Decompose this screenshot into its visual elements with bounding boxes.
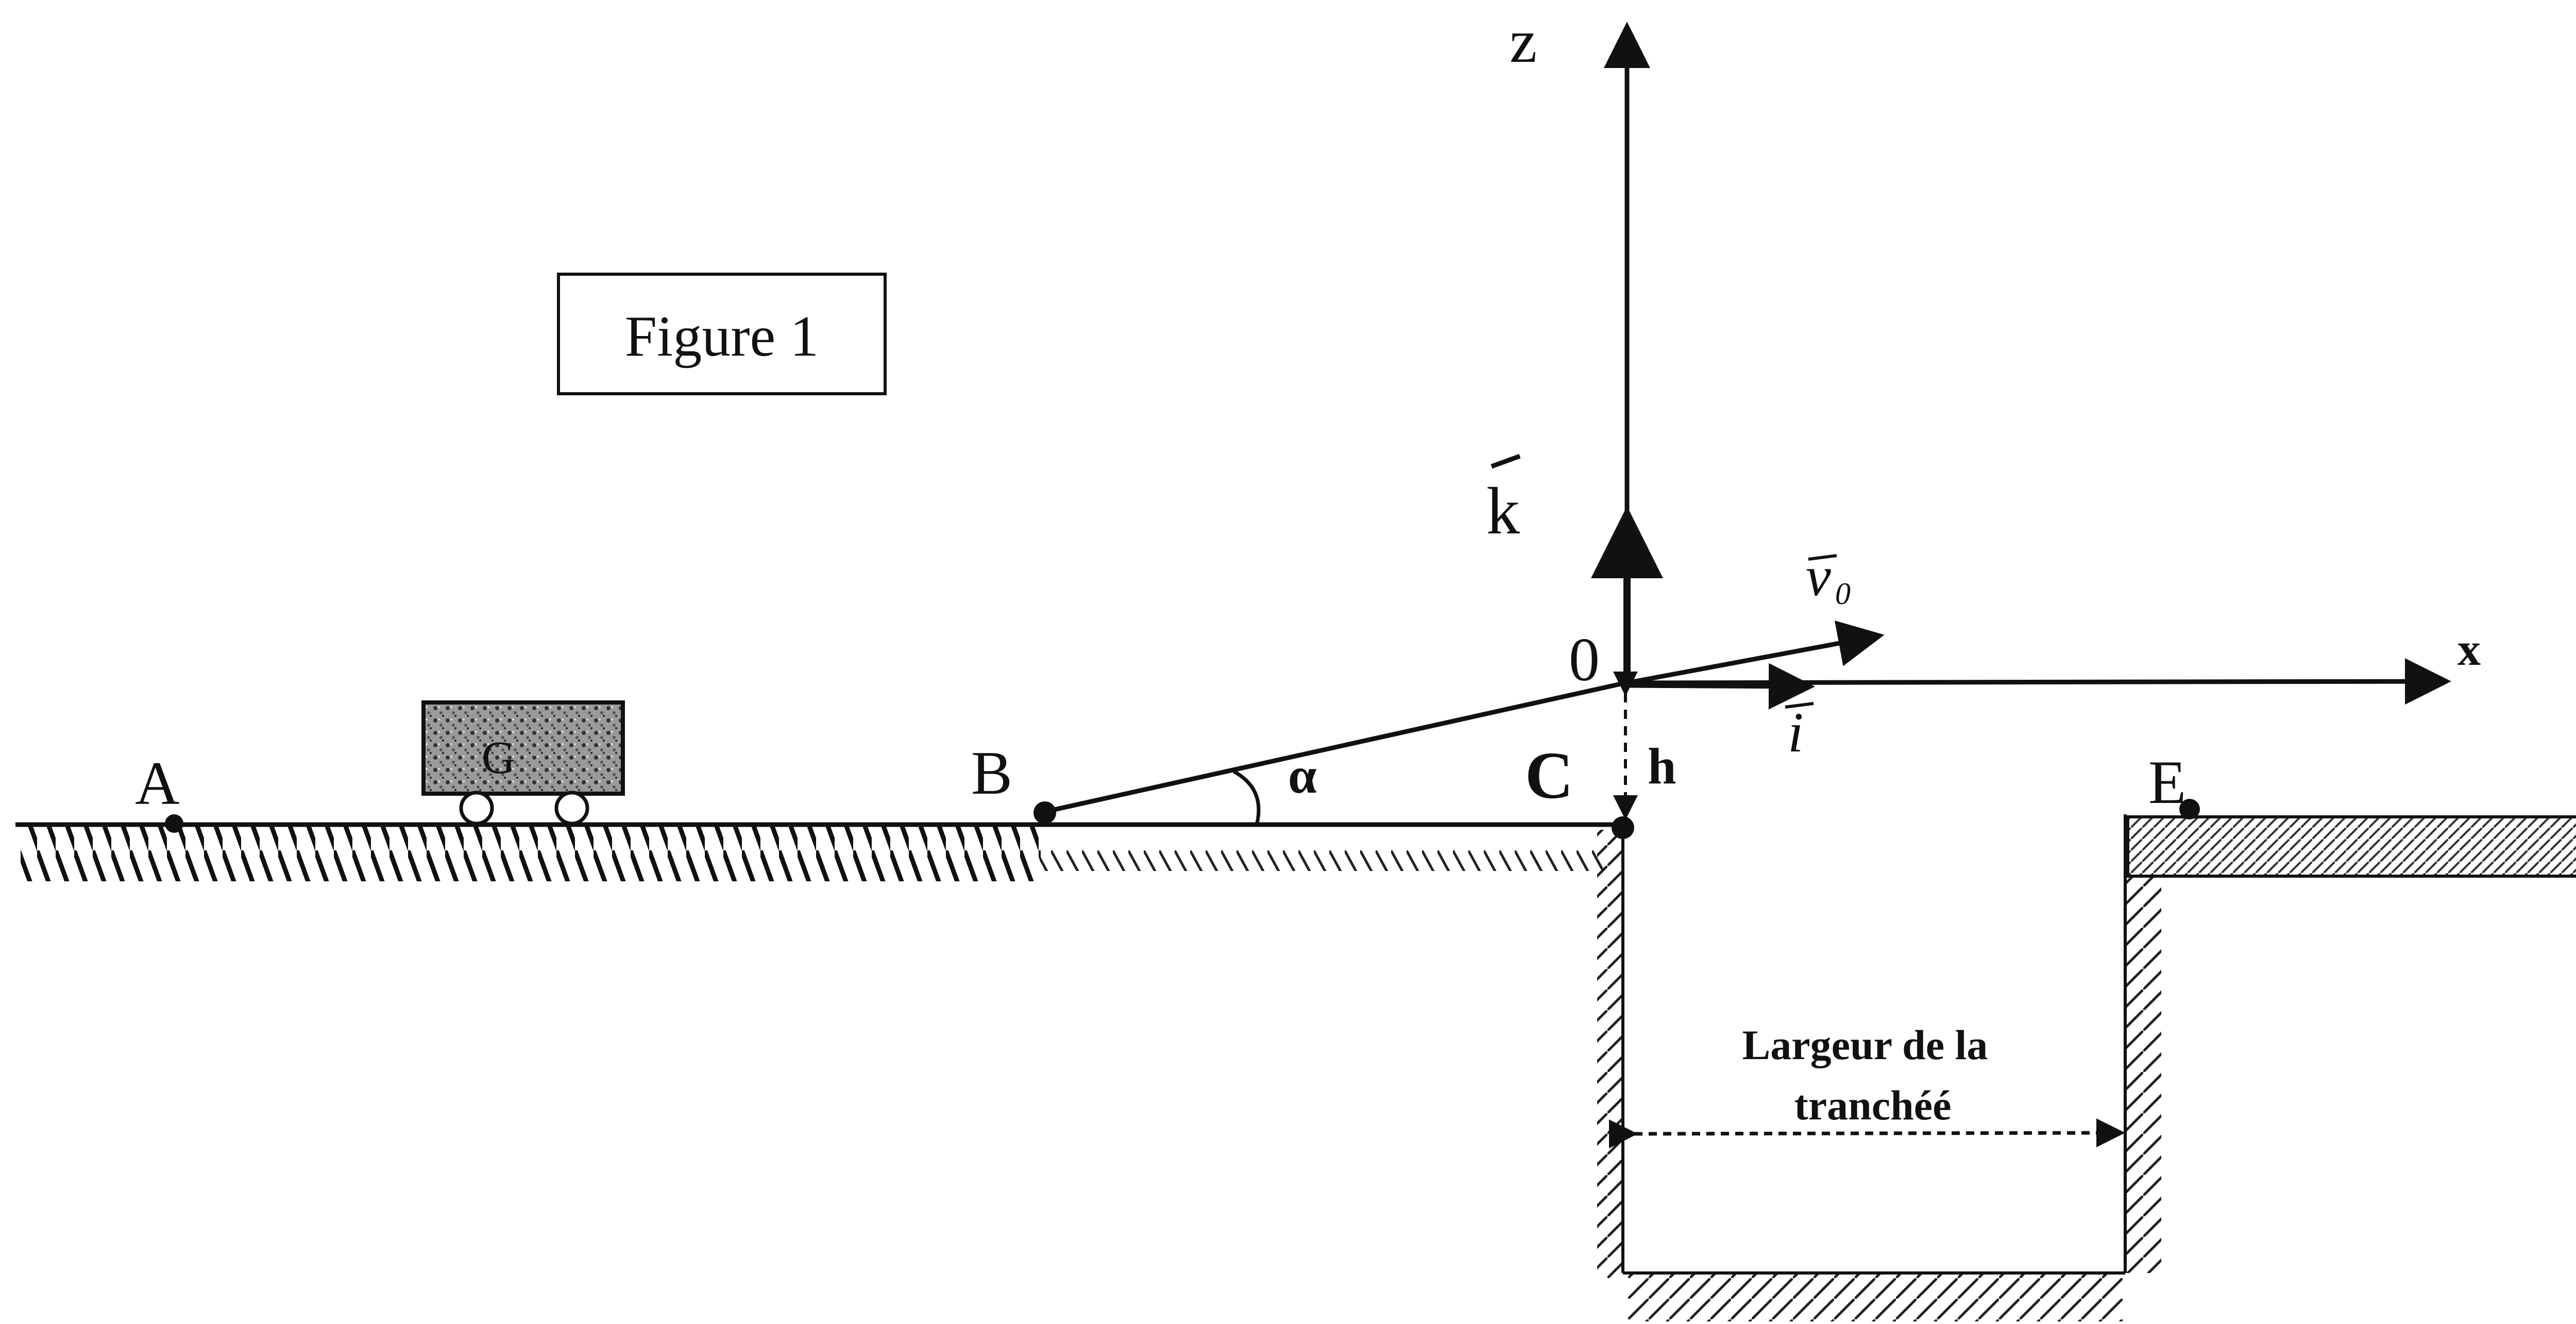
figure-title-box: Figure 1 (557, 273, 887, 395)
unit-vector-i (1626, 663, 1815, 710)
trench-width-arrow (1608, 1118, 2125, 1149)
point-b-dot (1033, 801, 1056, 824)
figure-title: Figure 1 (625, 305, 819, 368)
label-i: i (1788, 701, 1804, 764)
trench-label-line1: Largeur de la (1742, 1021, 1988, 1068)
point-a-dot (165, 814, 183, 833)
incline-bo (1044, 680, 1626, 814)
label-a: A (135, 749, 180, 817)
wagon: G (421, 700, 625, 826)
trench-label-line2: tranchéé (1794, 1082, 1951, 1129)
wagon-wheel-right (554, 791, 589, 826)
wagon-wheel-left (459, 791, 494, 826)
v0-vector-bar (1808, 554, 1837, 561)
label-e: E (2148, 748, 2186, 816)
label-h: h (1648, 738, 1676, 795)
ground-left (15, 822, 1623, 881)
trench-left-wall (1597, 825, 1624, 1278)
label-z: z (1510, 7, 1537, 75)
label-x: x (2458, 624, 2481, 675)
angle-alpha-arc (1233, 769, 1261, 824)
ground-right (2126, 815, 2576, 878)
label-v0-subscript: 0 (1835, 577, 1851, 611)
k-vector-bar (1490, 454, 1521, 469)
label-v0: v (1806, 545, 1831, 608)
label-b: B (971, 739, 1012, 807)
label-origin: 0 (1569, 625, 1600, 694)
x-axis (1626, 658, 2451, 705)
label-k: k (1486, 474, 1520, 548)
point-c-dot (1612, 816, 1634, 839)
wagon-body (421, 700, 625, 796)
point-e-dot (2179, 799, 2200, 819)
velocity-v0-arrow (1626, 620, 1885, 685)
trench-right-wall (2124, 814, 2161, 1273)
label-alpha: α (1288, 747, 1317, 804)
trench-floor (1623, 1271, 2125, 1321)
wagon-center-label: G (482, 732, 515, 783)
i-vector-bar (1785, 702, 1814, 709)
label-c: C (1525, 739, 1573, 813)
